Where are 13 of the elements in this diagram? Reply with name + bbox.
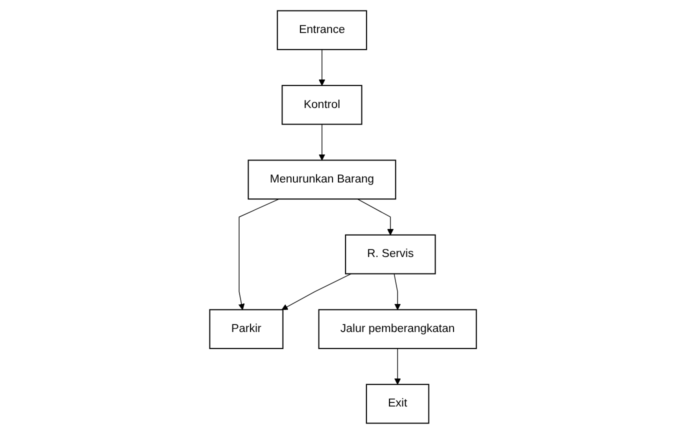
node-box: Menurunkan Barang: [248, 160, 397, 200]
node-box: Exit: [366, 384, 430, 424]
arrow: [282, 273, 352, 310]
arrow: [358, 198, 394, 236]
node-box: Jalur pemberangkatan: [318, 309, 478, 350]
arrow: [319, 49, 326, 86]
arrow: [319, 124, 326, 160]
node-box: Kontrol: [282, 84, 363, 125]
node-box: R. Servis: [345, 234, 436, 274]
arrow: [394, 348, 402, 385]
arrow: [394, 273, 402, 310]
node-box: Entrance: [277, 10, 368, 50]
node-box: Parkir: [210, 309, 284, 350]
